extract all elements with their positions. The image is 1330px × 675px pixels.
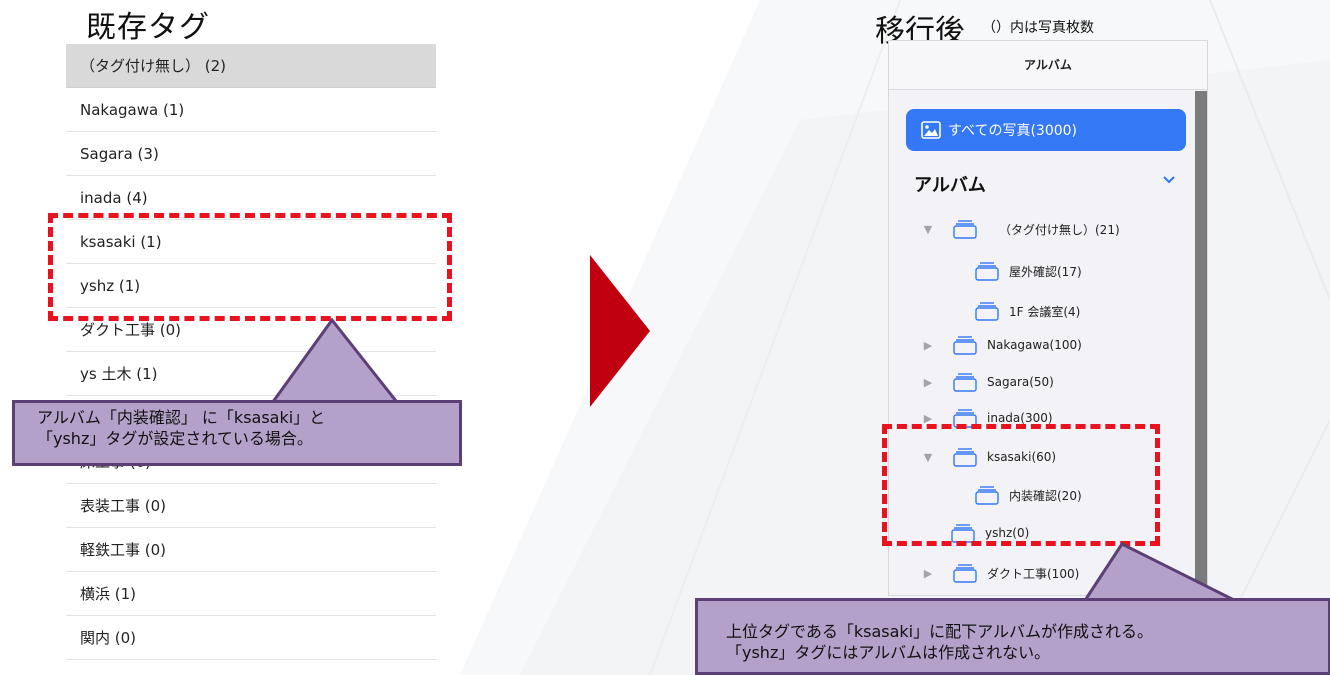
- right-subtitle: （）内は写真枚数: [982, 20, 1094, 36]
- right-callout-line2: 「yshz」タグにはアルバムは作成されない。: [726, 643, 1051, 662]
- tree-label: inada(300): [987, 411, 1053, 425]
- tree-row-child[interactable]: 1F 会議室(4): [975, 299, 1080, 323]
- panel-header: アルバム: [889, 41, 1207, 90]
- folder-icon: [975, 485, 999, 505]
- right-callout: 上位タグである「ksasaki」に配下アルバムが作成される。 「yshz」タグに…: [695, 598, 1330, 675]
- tree-label: Nakagawa(100): [987, 338, 1082, 352]
- right-callout-line1: 上位タグである「ksasaki」に配下アルバムが作成される。: [726, 622, 1153, 641]
- tree-row-child[interactable]: 屋外確認(17): [975, 259, 1082, 283]
- folder-icon: [953, 335, 977, 355]
- tag-row[interactable]: Nakagawa (1): [66, 88, 436, 132]
- all-photos-label: すべての写真(3000): [948, 123, 1078, 139]
- expand-triangle-icon[interactable]: ▶: [923, 375, 933, 389]
- tree-label: 屋外確認(17): [1009, 264, 1082, 279]
- chevron-down-icon[interactable]: [1162, 175, 1176, 185]
- tag-row[interactable]: Sagara (3): [66, 132, 436, 176]
- tag-row[interactable]: 関内 (0): [66, 616, 436, 660]
- expand-triangle-icon[interactable]: ▼: [923, 450, 933, 464]
- tree-row-duct[interactable]: ▶ ダクト工事(100): [921, 561, 1079, 585]
- tree-label: Sagara(50): [987, 375, 1054, 389]
- highlight-ksasaki-yshz-left: [48, 213, 452, 321]
- left-title: 既存タグ: [86, 10, 210, 45]
- tag-row-untagged[interactable]: （タグ付け無し） (2): [66, 44, 436, 88]
- transition-arrow-icon: [590, 255, 650, 407]
- tag-row[interactable]: 軽鉄工事 (0): [66, 528, 436, 572]
- tag-row[interactable]: 横浜 (1): [66, 572, 436, 616]
- tag-row[interactable]: 表装工事 (0): [66, 484, 436, 528]
- tree-row-yshz[interactable]: yshz(0): [951, 521, 1029, 545]
- tag-row-yshz[interactable]: yshz (1): [66, 264, 436, 308]
- scrollbar[interactable]: [1195, 91, 1207, 595]
- tree-row-ksasaki[interactable]: ▼ ksasaki(60): [921, 445, 1056, 469]
- folder-icon: [975, 261, 999, 281]
- expand-triangle-icon[interactable]: ▶: [923, 566, 933, 580]
- expand-triangle-icon[interactable]: ▶: [923, 411, 933, 425]
- left-callout-line2: 「yshz」タグが設定されている場合。: [37, 429, 313, 448]
- tree-label: 1F 会議室(4): [1009, 304, 1081, 319]
- photo-icon: [914, 121, 948, 139]
- tree-row-sagara[interactable]: ▶ Sagara(50): [921, 370, 1054, 394]
- folder-icon: [975, 301, 999, 321]
- tree-label: （タグ付け無し）(21): [999, 222, 1120, 237]
- tree-row-naisou[interactable]: 内装確認(20): [975, 483, 1082, 507]
- left-callout-pointer: [270, 318, 404, 408]
- highlight-ksasaki-right: [882, 424, 1160, 546]
- tree-row-nakagawa[interactable]: ▶ Nakagawa(100): [921, 333, 1082, 357]
- tree-label: 内装確認(20): [1009, 488, 1082, 503]
- left-callout: アルバム「内装確認」 に「ksasaki」と 「yshz」タグが設定されている場…: [12, 400, 462, 466]
- album-panel: アルバム すべての写真(3000) アルバム ▼ （タグ付け無し）(21) 屋外…: [888, 40, 1208, 596]
- tree-label: yshz(0): [985, 526, 1030, 540]
- album-section-title: アルバム: [914, 175, 986, 196]
- tag-row[interactable]: ダクト工事 (0): [66, 308, 436, 352]
- folder-icon: [953, 447, 977, 467]
- tree-label: ダクト工事(100): [987, 566, 1080, 581]
- tag-row-ksasaki[interactable]: ksasaki (1): [66, 220, 436, 264]
- left-callout-line1: アルバム「内装確認」 に「ksasaki」と: [37, 408, 326, 427]
- all-photos-button[interactable]: すべての写真(3000): [906, 109, 1186, 151]
- folder-icon: [953, 372, 977, 392]
- folder-icon: [953, 563, 977, 583]
- tree-label: ksasaki(60): [987, 450, 1057, 464]
- expand-triangle-icon[interactable]: ▶: [923, 338, 933, 352]
- folder-icon: [953, 219, 977, 239]
- expand-triangle-icon[interactable]: ▼: [923, 222, 933, 236]
- tree-row-untagged[interactable]: ▼ （タグ付け無し）(21): [921, 217, 1120, 241]
- tag-row[interactable]: inada (4): [66, 176, 436, 220]
